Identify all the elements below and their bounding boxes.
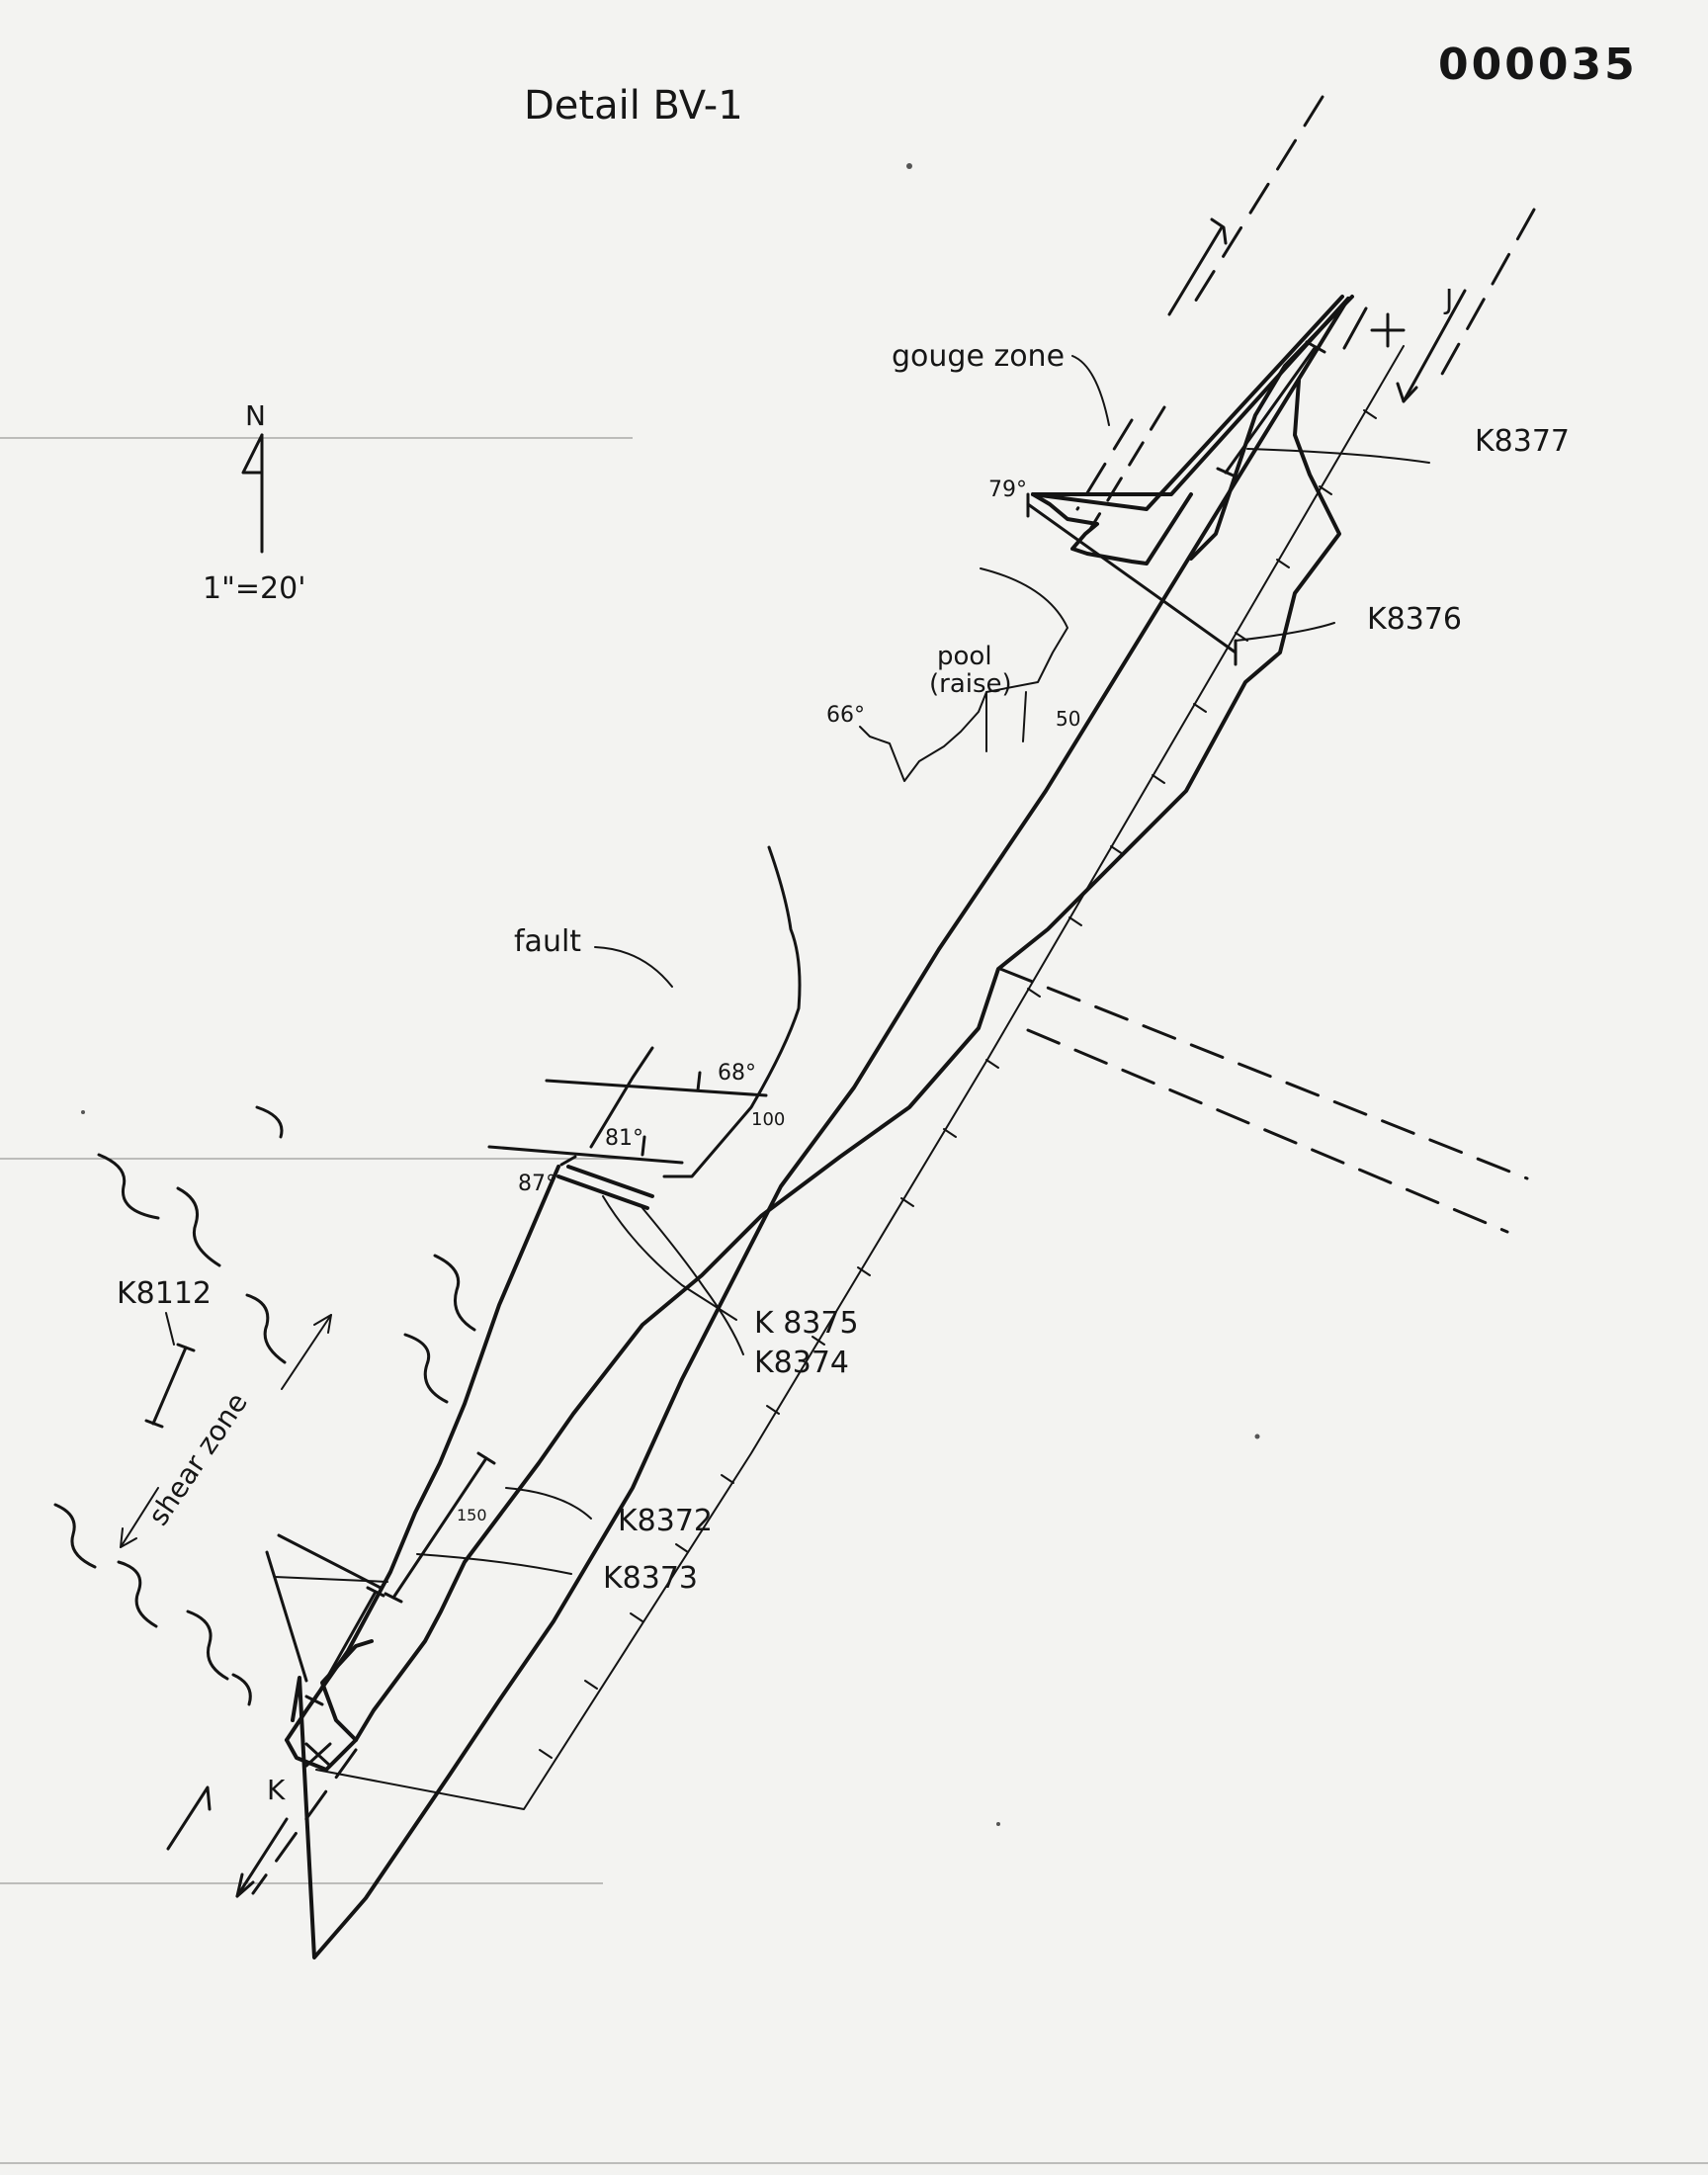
drift-west-wall xyxy=(291,297,1350,1959)
dip-measurements xyxy=(487,1071,768,1167)
north-arrow: N xyxy=(241,399,266,554)
station-50-label: 50 xyxy=(1056,707,1080,731)
sample-k8112-label: K8112 xyxy=(117,1276,212,1311)
pool-label: pool xyxy=(937,642,992,671)
point-j-label: J xyxy=(1443,283,1453,315)
drift-end-fault-marks xyxy=(265,1533,388,1683)
dip-66: 66° xyxy=(826,703,865,728)
fault-trace-k xyxy=(235,1748,358,1898)
fault-trace-j xyxy=(1342,208,1536,403)
sample-k8373-label: K8373 xyxy=(603,1561,698,1596)
point-k-label: K xyxy=(267,1774,286,1806)
shear-zone-arrows xyxy=(120,1314,332,1548)
sample-k8377-label: K8377 xyxy=(1475,424,1570,459)
dashed-contacts-east xyxy=(998,967,1529,1234)
dip-79: 79° xyxy=(988,478,1027,502)
upper-drift-wall-east xyxy=(1189,295,1354,561)
station-150-label: 150 xyxy=(457,1506,487,1524)
gouge-zone-leader xyxy=(1071,355,1110,426)
survey-centerline xyxy=(315,345,1405,1810)
scan-specks xyxy=(81,163,1260,1826)
survey-cross-k xyxy=(304,1742,332,1768)
dip-87: 87° xyxy=(518,1172,556,1196)
map-title: Detail BV-1 xyxy=(524,83,743,129)
dip-81: 81° xyxy=(605,1126,643,1151)
shear-sense-arrow xyxy=(166,1785,212,1851)
k8376-leader xyxy=(1235,622,1335,642)
document-number: 000035 xyxy=(1438,40,1638,90)
sample-k8375-label: K 8375 xyxy=(754,1306,859,1341)
pool-outline xyxy=(859,567,1068,782)
survey-cross-j xyxy=(1370,312,1406,348)
scale-label: 1"=20' xyxy=(203,571,305,606)
sample-k8377 xyxy=(1216,340,1430,478)
fault-leader xyxy=(594,946,673,988)
north-label: N xyxy=(245,399,266,432)
sample-k8374-label: K8374 xyxy=(754,1346,849,1380)
drift-east-wall xyxy=(354,379,1341,1742)
fault-trace-main xyxy=(1075,95,1324,511)
sample-channels-k8375-k8374 xyxy=(556,1165,744,1355)
drift-end-k-face xyxy=(285,1738,358,1772)
sample-k8376-label: K8376 xyxy=(1367,602,1462,637)
shear-zone-marks xyxy=(53,1105,476,1706)
drift-end-k xyxy=(320,1639,374,1742)
drift-west-wall-lower xyxy=(285,1165,560,1742)
dip-68: 68° xyxy=(718,1061,756,1086)
k8376-section-line xyxy=(1026,502,1238,654)
upper-drift-wall-west xyxy=(1031,297,1350,496)
raise-label: (raise) xyxy=(929,669,1012,699)
samples-k8372-k8373 xyxy=(304,1451,592,1706)
sample-k8112 xyxy=(144,1312,196,1429)
fault-trace xyxy=(589,845,802,1178)
fault-label: fault xyxy=(514,924,581,959)
station-100-label: 100 xyxy=(751,1109,785,1130)
gouge-zone-label: gouge zone xyxy=(892,339,1065,374)
sample-k8372-label: K8372 xyxy=(618,1504,713,1538)
